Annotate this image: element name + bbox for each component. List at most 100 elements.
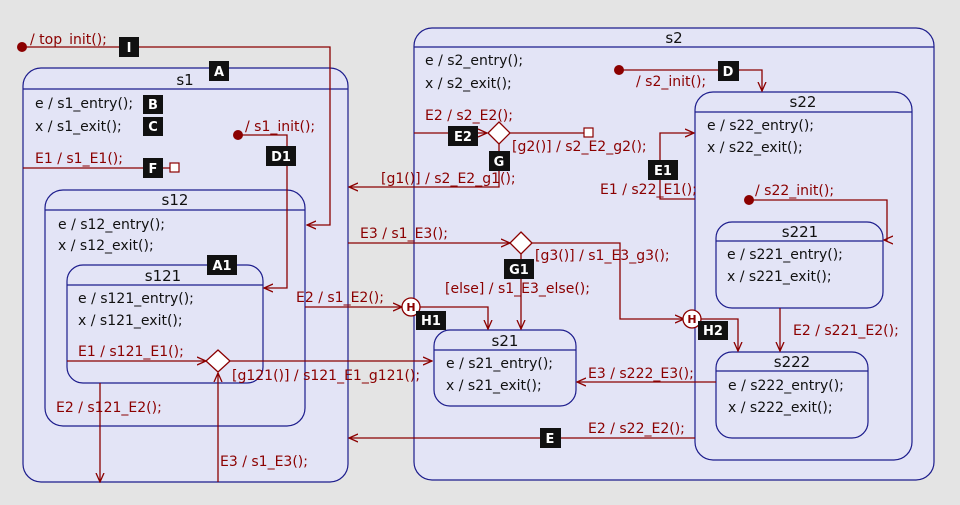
svg-text:A1: A1 (212, 259, 231, 274)
state-s121-name: s121 (145, 267, 181, 285)
state-s21-exit: x / s21_exit(); (446, 378, 542, 394)
badge-e1: E1 (648, 160, 678, 180)
svg-text:F: F (149, 162, 158, 177)
transition-g2[interactable]: [g2()] / s2_E2_g2(); (510, 127, 647, 155)
state-s222[interactable]: s222 e / s222_entry(); x / s222_exit(); (715, 351, 869, 439)
transition-s221-e2[interactable]: E2 / s221_E2(); (780, 308, 899, 351)
transition-s222-e3[interactable]: E3 / s222_E3(); (577, 366, 716, 382)
state-s12-entry: e / s12_entry(); (58, 217, 165, 233)
state-s221-name: s221 (782, 223, 818, 241)
label-s121-e1: E1 / s121_E1(); (78, 344, 184, 360)
state-s22-name: s22 (790, 93, 817, 111)
label-s1-e3-bottom: E3 / s1_E3(); (220, 454, 308, 470)
svg-text:E1: E1 (654, 164, 672, 179)
svg-text:H1: H1 (421, 314, 441, 329)
state-s221[interactable]: s221 e / s221_entry(); x / s221_exit(); (715, 221, 884, 309)
history-h1-glyph: H (406, 301, 415, 314)
state-s121-entry: e / s121_entry(); (78, 291, 194, 307)
transition-s121-e2[interactable]: E2 / s121_E2(); (56, 383, 162, 482)
state-s222-name: s222 (774, 353, 810, 371)
svg-text:I: I (127, 41, 132, 56)
svg-text:G1: G1 (509, 263, 529, 278)
state-s21-entry: e / s21_entry(); (446, 356, 553, 372)
state-s121-exit: x / s121_exit(); (78, 313, 183, 329)
transition-s22-e2[interactable]: E2 / s22_E2(); (349, 421, 695, 438)
transition-h2-to-s222[interactable] (701, 318, 738, 351)
badge-h1: H1 (416, 311, 446, 330)
state-s222-entry: e / s222_entry(); (728, 378, 844, 394)
state-s12-exit: x / s12_exit(); (58, 238, 154, 254)
state-s121[interactable]: s121 e / s121_entry(); x / s121_exit(); (66, 264, 264, 384)
transition-h1-to-s21[interactable] (420, 306, 488, 329)
svg-text:D: D (723, 65, 734, 80)
label-else: [else] / s1_E3_else(); (445, 281, 590, 297)
state-s1-exit: x / s1_exit(); (35, 119, 122, 135)
badge-b: B (143, 95, 163, 114)
svg-text:D1: D1 (271, 150, 291, 165)
state-s21[interactable]: s21 e / s21_entry(); x / s21_exit(); (433, 329, 577, 407)
badge-c: C (143, 117, 163, 136)
transition-s2-init[interactable]: / s2_init(); (614, 65, 762, 91)
badge-f: F (143, 158, 163, 178)
history-h2-glyph: H (687, 313, 696, 326)
history-h1[interactable]: H (401, 297, 421, 317)
transition-s1-e2[interactable]: E2 / s1_E2(); (296, 290, 402, 307)
transition-s2-e2[interactable]: E2 / s2_E2(); (414, 108, 513, 145)
state-s222-exit: x / s222_exit(); (728, 400, 833, 416)
state-s2-entry: e / s2_entry(); (425, 53, 523, 69)
transition-s1-init[interactable]: / s1_init(); (233, 119, 315, 288)
svg-text:E2: E2 (454, 130, 472, 145)
badge-a: A (209, 61, 229, 81)
state-s12-name: s12 (162, 191, 189, 209)
label-s22-e1: E1 / s22_E1(); (600, 182, 697, 198)
transition-s22-init[interactable]: / s22_init(); (744, 183, 887, 240)
label-s1-e1: E1 / s1_E1(); (35, 151, 123, 167)
svg-text:H2: H2 (703, 324, 723, 339)
state-s1-name: s1 (176, 71, 193, 89)
transition-g121[interactable]: [g121()] / s121_E1_g121(); (230, 361, 432, 384)
badge-h2: H2 (698, 321, 728, 340)
label-g2: [g2()] / s2_E2_g2(); (512, 139, 647, 155)
label-s221-e2: E2 / s221_E2(); (793, 323, 899, 339)
state-s221-entry: e / s221_entry(); (727, 247, 843, 263)
transition-s1-e3[interactable]: E3 / s1_E3(); (348, 226, 533, 255)
state-s2-exit: x / s2_exit(); (425, 76, 512, 92)
label-g121: [g121()] / s121_E1_g121(); (232, 368, 420, 384)
badge-e: E (540, 428, 561, 448)
label-s1-e3: E3 / s1_E3(); (360, 226, 448, 242)
badge-d: D (718, 61, 739, 81)
svg-text:A: A (214, 65, 224, 80)
state-s22-entry: e / s22_entry(); (707, 118, 814, 134)
badge-d1: D1 (266, 146, 296, 166)
badge-i: I (119, 37, 139, 57)
badge-a1: A1 (207, 255, 237, 275)
state-s1-entry: e / s1_entry(); (35, 96, 133, 112)
transition-top-init[interactable]: / top_init(); (17, 32, 331, 225)
svg-text:C: C (148, 120, 158, 135)
label-s22-e2: E2 / s22_E2(); (588, 421, 685, 437)
transition-s1-e3-bottom[interactable]: E3 / s1_E3(); (218, 373, 308, 482)
badge-g: G (489, 151, 510, 171)
svg-text:B: B (148, 98, 158, 113)
badge-e2: E2 (448, 126, 478, 146)
state-s2-name: s2 (665, 29, 682, 47)
state-s21-name: s21 (492, 332, 519, 350)
label-s2-e2: E2 / s2_E2(); (425, 108, 513, 124)
label-s1-e2: E2 / s1_E2(); (296, 290, 384, 306)
svg-text:G: G (494, 155, 505, 170)
label-g3: [g3()] / s1_E3_g3(); (535, 248, 670, 264)
badge-g1: G1 (504, 259, 534, 279)
state-s22-exit: x / s22_exit(); (707, 140, 803, 156)
label-s22-init: / s22_init(); (755, 183, 834, 199)
state-s221-exit: x / s221_exit(); (727, 269, 832, 285)
label-g1: [g1()] / s2_E2_g1(); (381, 171, 516, 187)
label-s2-init: / s2_init(); (636, 74, 706, 90)
label-s1-init: / s1_init(); (245, 119, 315, 135)
label-s222-e3: E3 / s222_E3(); (588, 366, 694, 382)
label-s121-e2: E2 / s121_E2(); (56, 400, 162, 416)
transition-g3[interactable]: [g3()] / s1_E3_g3(); (532, 242, 684, 319)
label-top-init: / top_init(); (30, 32, 107, 48)
svg-text:E: E (546, 432, 555, 447)
